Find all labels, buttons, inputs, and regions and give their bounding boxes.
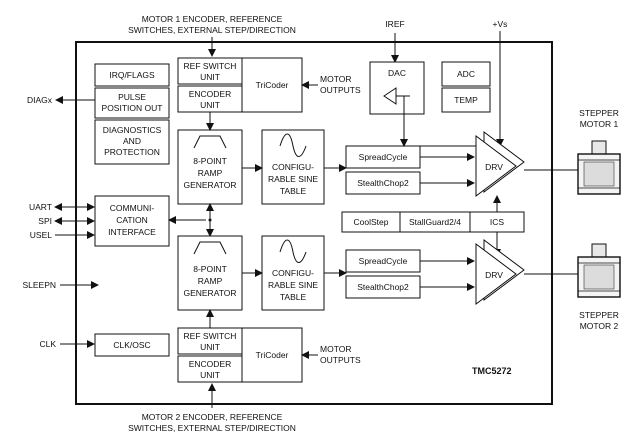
svg-text:SWITCHES, EXTERNAL STEP/DIRECT: SWITCHES, EXTERNAL STEP/DIRECTION — [128, 423, 296, 433]
svg-text:DIAGNOSTICS: DIAGNOSTICS — [103, 125, 162, 135]
svg-text:CONFIGU-: CONFIGU- — [272, 162, 314, 172]
svg-text:MOTOR 2: MOTOR 2 — [580, 321, 619, 331]
motor-1-label: STEPPER — [579, 108, 619, 118]
clk-osc-block — [94, 333, 170, 357]
diagnostics-block — [94, 119, 170, 165]
svg-text:CONFIGU-: CONFIGU- — [272, 268, 314, 278]
tricoder-2-block — [241, 327, 303, 383]
svg-text:AND: AND — [123, 136, 141, 146]
drv-2-block — [475, 243, 517, 305]
pin-usel: USEL — [30, 230, 52, 240]
svg-text:PULSE: PULSE — [118, 92, 146, 102]
chip-name: TMC5272 — [472, 366, 512, 376]
svg-text:ADC: ADC — [457, 69, 475, 79]
svg-text:MOTOR 1 ENCODER, REFERENCE: MOTOR 1 ENCODER, REFERENCE — [142, 14, 283, 24]
svg-text:8-POINT: 8-POINT — [193, 156, 227, 166]
ramp-profile-1-icon — [193, 135, 227, 149]
motor-2-label: STEPPER — [579, 310, 619, 320]
vs-label: +Vs — [493, 19, 508, 29]
svg-text:CoolStep: CoolStep — [354, 217, 389, 227]
svg-text:SpreadCycle: SpreadCycle — [359, 256, 408, 266]
svg-text:StealthChop2: StealthChop2 — [357, 178, 409, 188]
svg-text:UNIT: UNIT — [200, 72, 220, 82]
svg-text:RABLE SINE: RABLE SINE — [268, 174, 318, 184]
pin-uart: UART — [29, 202, 52, 212]
svg-text:COMMUNI-: COMMUNI- — [110, 203, 155, 213]
svg-text:RAMP: RAMP — [198, 276, 223, 286]
dac-block — [369, 61, 425, 115]
svg-text:SpreadCycle: SpreadCycle — [359, 152, 408, 162]
svg-text:REF SWITCH: REF SWITCH — [184, 61, 237, 71]
ramp-profile-2-icon — [193, 241, 227, 255]
svg-text:8-POINT: 8-POINT — [193, 264, 227, 274]
svg-text:StallGuard2/4: StallGuard2/4 — [409, 217, 461, 227]
top-note: MOTOR 1 ENCODER, REFERENCE SWITCHES, EXT… — [128, 14, 296, 35]
svg-text:REF SWITCH: REF SWITCH — [184, 331, 237, 341]
stepper-motor-1-icon — [577, 140, 621, 195]
svg-text:TEMP: TEMP — [454, 95, 478, 105]
svg-text:OUTPUTS: OUTPUTS — [320, 355, 361, 365]
svg-text:ENCODER: ENCODER — [189, 359, 232, 369]
sine-table-1 — [261, 129, 325, 205]
svg-text:TABLE: TABLE — [280, 186, 307, 196]
svg-text:UNIT: UNIT — [200, 342, 220, 352]
pin-spi: SPI — [38, 216, 52, 226]
svg-text:TriCoder: TriCoder — [256, 350, 289, 360]
pin-diag: DIAGx — [27, 95, 53, 105]
svg-text:DRV: DRV — [485, 270, 503, 280]
bottom-note: MOTOR 2 ENCODER, REFERENCE — [142, 412, 283, 422]
ramp-generator-2 — [177, 235, 243, 311]
svg-text:ICS: ICS — [490, 217, 505, 227]
svg-text:SWITCHES, EXTERNAL STEP/DIRECT: SWITCHES, EXTERNAL STEP/DIRECTION — [128, 25, 296, 35]
svg-text:POSITION OUT: POSITION OUT — [102, 103, 163, 113]
iref-label: IREF — [385, 19, 404, 29]
svg-text:StealthChop2: StealthChop2 — [357, 282, 409, 292]
svg-text:UNIT: UNIT — [200, 370, 220, 380]
svg-text:UNIT: UNIT — [200, 100, 220, 110]
pin-sleepn: SLEEPN — [22, 280, 56, 290]
svg-text:CLK/OSC: CLK/OSC — [113, 340, 150, 350]
sine-wave-1-icon — [279, 133, 307, 157]
irq-flags-block — [94, 63, 170, 87]
tricoder-1-block — [241, 57, 303, 113]
svg-text:TriCoder: TriCoder — [256, 80, 289, 90]
ramp-generator-1 — [177, 129, 243, 205]
pulse-position-out-block — [94, 87, 170, 119]
svg-text:ENCODER: ENCODER — [189, 89, 232, 99]
svg-text:PROTECTION: PROTECTION — [104, 147, 160, 157]
ref-switch-unit-1 — [177, 57, 243, 85]
svg-text:RAMP: RAMP — [198, 168, 223, 178]
sine-wave-2-icon — [279, 239, 307, 263]
svg-text:MOTOR 1: MOTOR 1 — [580, 119, 619, 129]
svg-text:CATION: CATION — [116, 215, 147, 225]
pin-clk: CLK — [39, 339, 56, 349]
svg-text:TABLE: TABLE — [280, 292, 307, 302]
motor-outputs-1-label: MOTOR — [320, 74, 351, 84]
adc-block — [441, 61, 491, 87]
svg-text:GENERATOR: GENERATOR — [183, 288, 236, 298]
temp-block — [441, 87, 491, 113]
svg-text:RABLE SINE: RABLE SINE — [268, 280, 318, 290]
svg-text:DRV: DRV — [485, 162, 503, 172]
stepper-motor-2-icon — [577, 243, 621, 298]
svg-text:INTERFACE: INTERFACE — [108, 227, 156, 237]
drv-1-block — [475, 135, 517, 197]
svg-text:GENERATOR: GENERATOR — [183, 180, 236, 190]
motor-outputs-2-label: MOTOR — [320, 344, 351, 354]
irq-flags-text: IRQ/FLAGS — [109, 70, 155, 80]
svg-text:OUTPUTS: OUTPUTS — [320, 85, 361, 95]
encoder-unit-2 — [177, 355, 243, 383]
svg-text:DAC: DAC — [388, 68, 406, 78]
